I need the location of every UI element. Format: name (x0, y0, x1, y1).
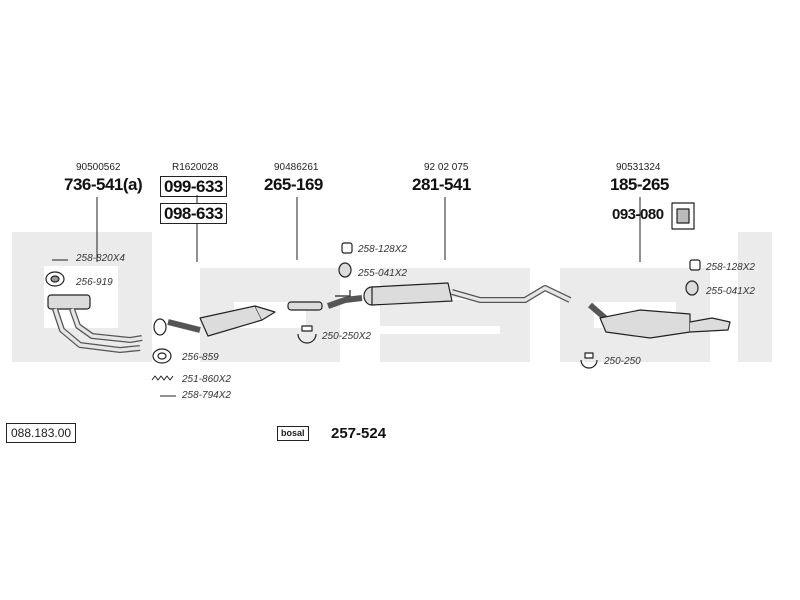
catalytic-converter-icon (153, 305, 276, 337)
intermediate-pipe-icon (287, 301, 323, 311)
center-muffler-icon (327, 282, 572, 309)
accessory-label: 255-041X2 (358, 268, 407, 279)
gasket-icon (45, 271, 65, 287)
part-number-alt: 098-633 (160, 203, 227, 224)
kit-part-number: 257-524 (331, 425, 387, 442)
rear-muffler-icon (588, 302, 731, 339)
part-number: 265-169 (264, 175, 323, 194)
clamp-icon (297, 325, 317, 344)
spring-icon (151, 375, 174, 381)
part-number: 736-541(a) (64, 175, 143, 194)
oem-number: R1620028 (172, 162, 219, 173)
clamp-rear-icon (580, 352, 598, 369)
part-number: 185-265 (610, 175, 669, 194)
accessory-label: 250-250 (604, 356, 641, 367)
accessory-label: 258-128X2 (358, 244, 407, 255)
seal-ring-icon (152, 348, 172, 364)
accessory-label: 256-919 (76, 277, 113, 288)
oem-number: 90500562 (76, 162, 121, 173)
accessory-label: 250-250X2 (322, 331, 371, 342)
hanger-icon (338, 242, 701, 296)
accessory-label: 255-041X2 (706, 286, 755, 297)
accessory-label: 258-820X4 (76, 253, 125, 264)
diagram-code: 088.183.00 (6, 423, 77, 443)
oem-number: 90531324 (616, 162, 661, 173)
oem-number: 92 02 075 (424, 162, 469, 173)
bosal-logo: bosal (277, 426, 309, 441)
accessory-label: 256-859 (182, 352, 219, 363)
accessory-label: 251-860X2 (182, 374, 231, 385)
mount-part-number: 093-080 (612, 206, 664, 223)
accessory-label: 258-128X2 (706, 262, 755, 273)
part-number: 281-541 (412, 175, 471, 194)
part-number: 099-633 (160, 176, 227, 197)
mount-icon (671, 202, 695, 230)
front-pipe-icon (47, 294, 143, 353)
oem-number: 90486261 (274, 162, 319, 173)
accessory-label: 258-794X2 (182, 390, 231, 401)
